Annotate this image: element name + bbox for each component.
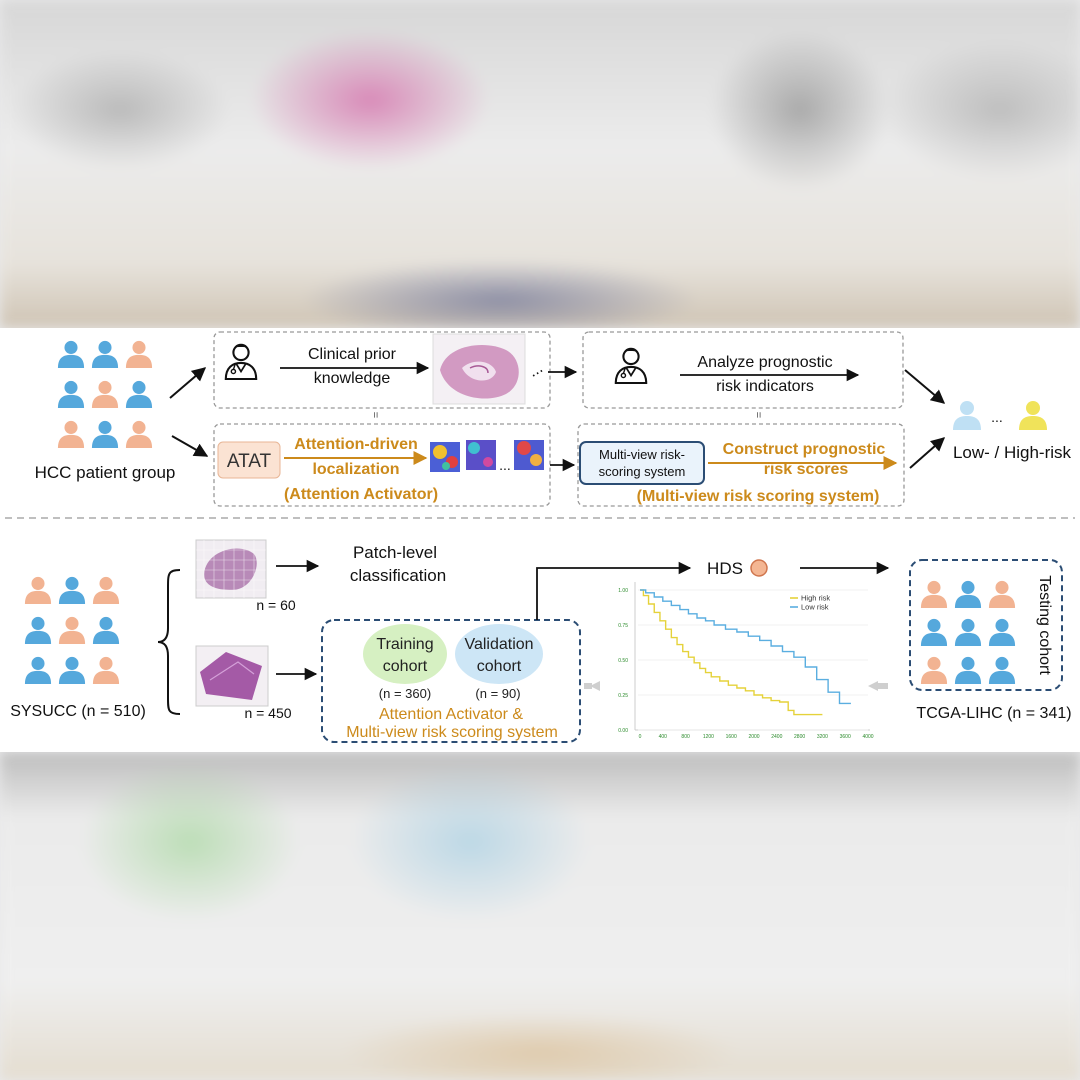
x-tick-label: 0 [639,734,642,740]
cohort-brace [157,569,181,715]
validation-label-1: Validation [464,636,533,653]
y-tick-label: 0.75 [618,623,628,629]
clinical-label-2: knowledge [314,370,391,387]
arrow-from-scores [909,437,946,469]
multiview-label-2: scoring system [599,464,686,479]
diagram-panel: HCC patient group Clinical prior knowled… [0,328,1080,752]
n450-label: n = 450 [244,705,291,721]
attention-label-1: Attention-driven [294,436,418,453]
analyze-label-2: risk indicators [716,378,814,395]
x-tick-label: 800 [681,734,690,740]
training-label-2: cohort [383,658,428,675]
arrow-from-analyze [904,369,946,404]
survival-line-high-risk [640,589,823,716]
wsi-thumbnail-cohort [195,645,269,707]
chart-y-ticks: 1.00 0.75 0.50 0.25 0.00 [618,588,628,734]
low-risk-person-icon [953,401,981,430]
x-tick-label: 400 [659,734,668,740]
x-tick-label: 2400 [771,734,782,740]
training-n-label: (n = 360) [379,686,431,701]
x-tick-label: 3200 [817,734,828,740]
n60-label: n = 60 [256,597,296,613]
patient-group-label: HCC patient group [35,463,176,482]
clinical-box [213,331,551,409]
combo-label-1: Attention Activator & [379,706,523,723]
x-tick-label: 1200 [703,734,714,740]
km-chart: 1.00 0.75 0.50 0.25 0.00 0 400 800 1200 1600 2000… [618,582,874,740]
y-tick-label: 0.50 [618,658,628,664]
heatmap-ellipsis: ... [499,457,511,473]
multiview-label-1: Multi-view risk- [599,447,685,462]
atat-box [217,441,281,479]
equivalence-sign-2: = [752,412,764,418]
attention-box [213,423,551,507]
clinical-label-1: Clinical prior [308,346,397,363]
x-tick-label: 4000 [862,734,873,740]
y-tick-label: 1.00 [618,588,628,594]
training-label-1: Training [376,636,433,653]
chart-lines [640,589,851,716]
x-tick-label: 2800 [794,734,805,740]
heatmap-patches [430,440,544,472]
doctor-icon [224,343,258,380]
x-tick-label: 3600 [840,734,851,740]
blurred-top-background [0,0,1080,328]
combo-label-2: Multi-view risk scoring system [346,724,558,741]
attention-label-2: localization [312,461,399,478]
multiview-box [577,423,905,507]
arrow-to-hds [536,561,692,620]
validation-n-label: (n = 90) [475,686,520,701]
sysucc-patient-icons [24,576,120,684]
multiview-system-box [579,441,705,485]
gray-arrow-right [868,681,878,691]
construct-label-1: Construct prognostic [723,441,886,458]
sysucc-label: SYSUCC (n = 510) [10,703,146,720]
clinical-ellipsis: ... [526,359,546,380]
atat-label: ATAT [227,451,272,472]
construct-label-2: risk scores [764,461,849,478]
analyze-label-1: Analyze prognostic [697,354,832,371]
workflow-diagram: HCC patient group Clinical prior knowled… [5,331,1075,743]
outcome-label: Low- / High-risk [953,443,1072,462]
testing-patient-icons [920,580,1016,684]
x-tick-label: 2000 [748,734,759,740]
x-tick-label: 1600 [726,734,737,740]
wsi-thumbnail [432,333,526,405]
patient-group-icons [57,340,153,448]
cohort-box [321,619,581,743]
equivalence-sign-1: = [369,412,381,418]
chart-gridlines [638,589,868,731]
wsi-thumbnail-patch [195,539,267,599]
risk-ellipsis: ... [991,409,1003,425]
validation-cohort-ellipse [455,624,543,684]
arrow-to-atat [171,435,209,457]
hds-label: HDS [707,559,743,578]
patch-label-2: classification [350,566,446,585]
attention-activator-label: (Attention Activator) [284,486,438,503]
high-risk-person-icon [1019,401,1047,430]
testing-cohort-label: Testing cohort [1036,575,1053,675]
y-tick-label: 0.25 [618,693,628,699]
patch-label-1: Patch-level [353,543,437,562]
doctor-icon-2 [614,347,648,384]
testing-cohort-box [909,559,1063,691]
hds-circle-icon [750,559,768,577]
survival-line-low-risk [640,589,851,705]
legend-label: High risk [801,594,830,603]
training-cohort-ellipse [363,624,447,684]
arrow-to-clinical [169,367,207,399]
tcga-label: TCGA-LIHC (n = 341) [916,705,1071,722]
gray-arrow-left [590,681,600,691]
validation-label-2: cohort [477,658,522,675]
y-tick-label: 0.00 [618,728,628,734]
chart-x-ticks: 0 400 800 1200 1600 2000 2400 2800 3200 3600 4000 [639,734,874,740]
analyze-box [582,331,904,409]
multiview-system-label: (Multi-view risk scoring system) [637,488,880,505]
blurred-bottom-background [0,752,1080,1080]
legend-label: Low risk [801,603,829,612]
